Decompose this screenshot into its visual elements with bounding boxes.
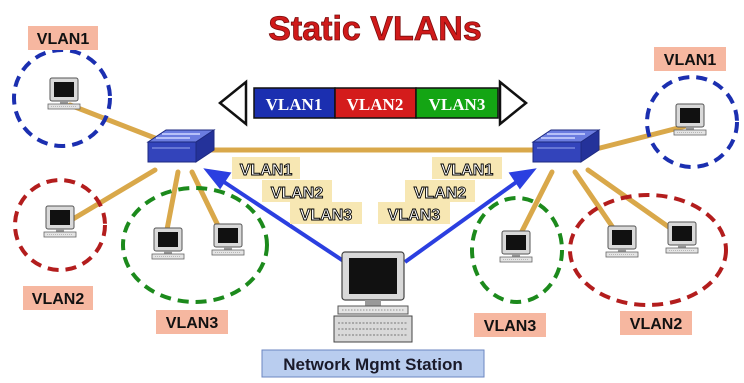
label-bg [28,26,98,50]
mgmt-arrowhead-left-icon [203,168,232,190]
label-bg [405,180,475,202]
label-bg [432,157,502,179]
vlan-tags: VLAN1 VLAN2 VLAN3 VLAN1 VLAN3 VLAN2 [23,26,726,337]
link-left-vlan2 [65,167,158,225]
vlan-tag-left-vlan3: VLAN3 [166,315,219,332]
vlan2-group-left [13,178,107,272]
link-left-vlan1 [67,102,163,143]
vlan-tag-right-vlan2: VLAN2 [630,316,683,333]
mgmt-station-label: Network Mgmt Station [283,355,462,374]
computer-icon [673,103,707,136]
trunk-vlan-label: VLAN1 [240,162,293,179]
mgmt-arrows [203,168,537,264]
label-bg [23,286,93,310]
switch-right-icon [532,129,600,163]
computer-icon [43,205,77,238]
vlan1-group-right [645,75,739,169]
vlan-tag-left-vlan1: VLAN1 [37,31,90,48]
link-right-vlan1 [597,122,693,151]
trunk-segment-label: VLAN2 [347,95,404,114]
label-bg [654,47,726,71]
label-bg [232,157,300,179]
right-trunk-vlan-list: VLAN1 VLAN2 VLAN3 [378,157,502,224]
trunk-segment-vlan1-bg [253,87,336,119]
trunk-segment-vlan3-bg [415,87,499,119]
trunk-segment-label: VLAN3 [429,95,486,114]
label-bg [262,180,332,202]
computer-icon [605,225,639,258]
mgmt-station-label-bg [261,349,485,378]
vlan-tag-left-vlan2: VLAN2 [32,291,85,308]
vlan3-group-left [121,186,269,304]
label-bg [378,202,450,224]
mgmt-station-computer-icon [333,251,413,343]
computer-icon [211,223,245,256]
label-bg [156,310,228,334]
mgmt-arrow-right [403,176,524,264]
computer-icon [47,77,81,110]
trunk-segment-vlan2-bg [334,87,417,119]
vlan2-group-right [568,193,728,307]
trunk-bar: VLAN1 VLAN2 VLAN3 [218,79,528,127]
label-bg [620,311,692,335]
trunk-arrow-right-icon [498,79,528,127]
left-trunk-vlan-list: VLAN1 VLAN2 VLAN3 [232,157,362,224]
computer-icon [499,230,533,263]
trunk-vlan-label: VLAN1 [441,162,494,179]
trunk-vlan-label: VLAN3 [388,207,441,224]
trunk-vlan-label: VLAN2 [414,185,467,202]
computer-icon [151,227,185,260]
trunk-segment-label: VLAN1 [266,95,323,114]
vlan3-group-right [470,196,564,304]
computer-icon [665,221,699,254]
trunk-arrow-left-icon [218,79,248,127]
diagram-title: Static VLANs [268,10,482,48]
link-right-vlan2b [585,167,683,238]
mgmt-arrowhead-right-icon [508,168,537,190]
label-bg [474,313,546,337]
switch-left-icon [147,129,215,163]
trunk-vlan-label: VLAN3 [300,207,353,224]
trunk-vlan-label: VLAN2 [271,185,324,202]
vlan-tag-right-vlan3: VLAN3 [484,318,537,335]
mgmt-arrow-left [216,176,347,264]
vlan-tag-right-vlan1: VLAN1 [664,52,717,69]
label-bg [290,202,362,224]
